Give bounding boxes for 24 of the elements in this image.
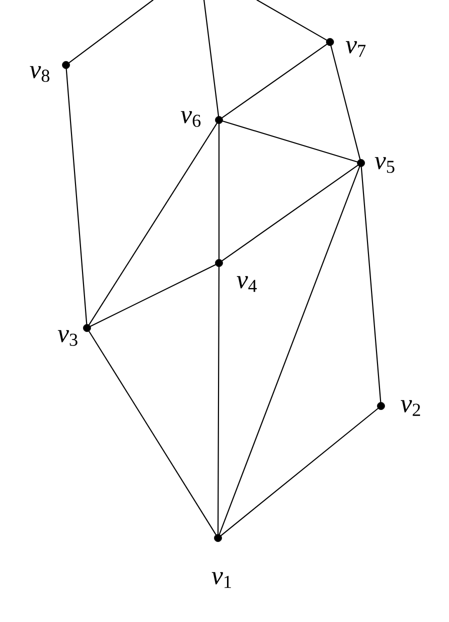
graph-edge [360,166,382,403]
graph-edge [88,122,218,326]
graph-edge [68,0,154,64]
graph-edge [222,120,358,162]
graph-edge [66,68,88,325]
vertex-label: v$_{3}$ [58,330,78,346]
vertex-label: v$_{6}$ [180,111,201,127]
vertex-label: v$_{1}$ [212,572,231,588]
graph-edge [90,264,216,327]
graph-edge [218,166,360,535]
graph-edge [203,0,220,117]
graph-edge [88,330,216,536]
vertex-label: v$_{7}$ [346,41,366,57]
vertex-label: v$_{8}$ [30,66,50,82]
graph-edge [218,123,220,260]
graph-edge [330,45,361,160]
vertex-label: v$_{5}$ [374,157,394,173]
graph-edge [222,164,358,262]
graph-edge [220,408,378,536]
graph-edge [217,266,220,535]
vertex-label: v$_{2}$ [400,400,420,416]
vertex-label: v$_{4}$ [236,276,257,292]
graph-edge [222,44,328,118]
graph-edge [256,0,328,41]
